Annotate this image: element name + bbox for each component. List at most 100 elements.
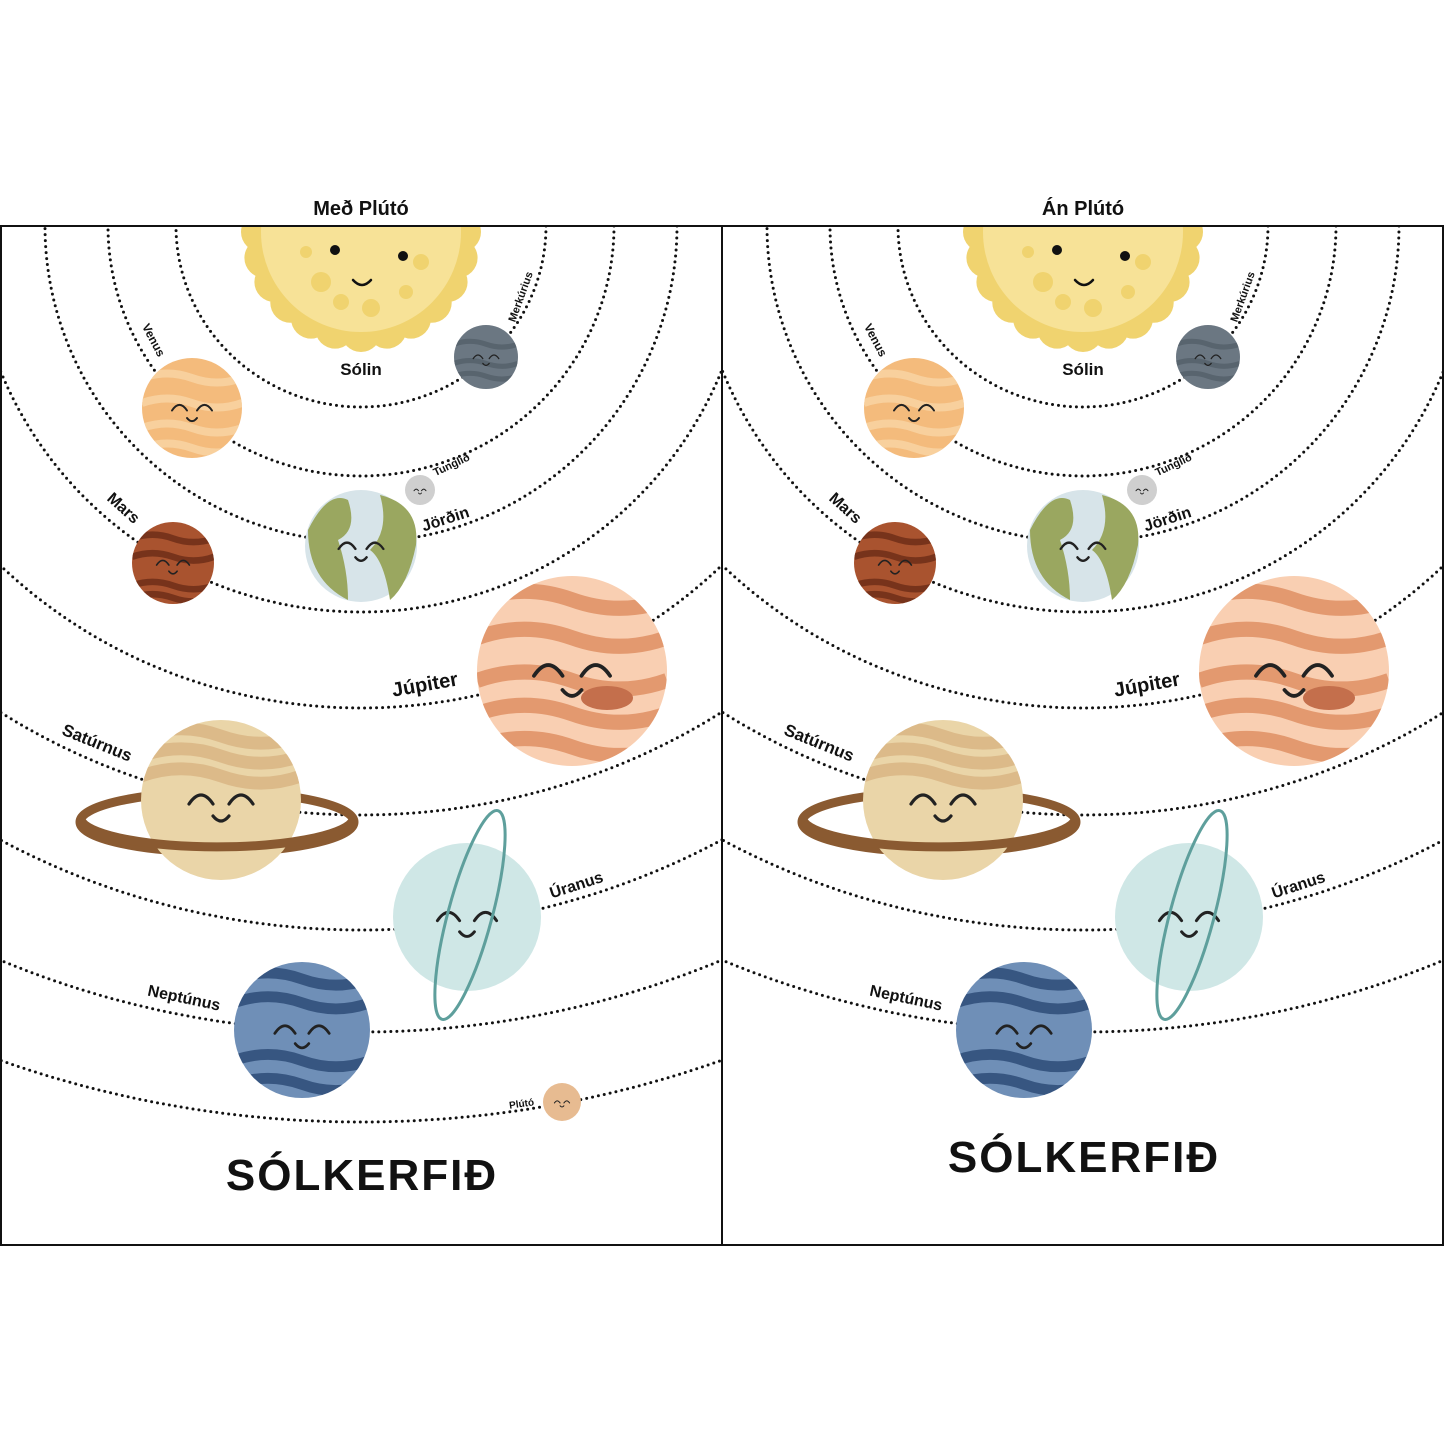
label-moon: Tunglið (1154, 452, 1195, 479)
neptune (956, 962, 1092, 1098)
pluto (543, 1083, 581, 1121)
sun-spot (362, 299, 380, 317)
earth (305, 490, 417, 602)
planet-band (1199, 664, 1389, 697)
face-icon (893, 403, 935, 423)
uranus (1115, 809, 1263, 1021)
panel-content: SólinMerkúriusVenusTungliðJörðinMarsJúpi… (723, 115, 1443, 1182)
earth-land (308, 495, 417, 600)
planet-band (854, 578, 936, 593)
poster-title: SÓLKERFIÐ (948, 1132, 1220, 1182)
label-mars: Mars (825, 490, 864, 528)
sun-spot (1121, 285, 1135, 299)
label-uranus: Úranus (547, 867, 605, 902)
face-icon (1254, 663, 1334, 698)
saturn (797, 720, 1081, 880)
moon (1127, 475, 1157, 505)
saturn-planet (141, 720, 301, 880)
jupiter (1199, 576, 1389, 766)
orbit-path (723, 710, 1443, 817)
planet-band (142, 419, 242, 437)
planet-band (863, 722, 1023, 750)
face-icon (413, 488, 427, 495)
planet-band (863, 762, 1023, 790)
sun-ray (438, 186, 478, 226)
planet-band (864, 394, 964, 412)
sun-ray (1150, 162, 1190, 202)
venus (142, 358, 242, 458)
sun-smile (1073, 278, 1095, 287)
label-venus: Venus (139, 321, 168, 359)
saturn-planet (863, 720, 1023, 880)
uranus-ring (1155, 809, 1229, 1021)
moon-body (405, 475, 435, 505)
sun-spot (1055, 294, 1071, 310)
sun-spot (1084, 299, 1102, 317)
sun-spot (399, 285, 413, 299)
mars (854, 522, 936, 604)
planet-band (1176, 370, 1240, 382)
planet-band (234, 991, 370, 1015)
planet-band (854, 590, 936, 604)
sun-spot (311, 272, 331, 292)
sun-ray (1013, 125, 1053, 165)
uranus-body (1115, 843, 1263, 991)
planet-band (1199, 730, 1389, 764)
jupiter (477, 576, 667, 766)
sun (241, 125, 481, 352)
face-icon (337, 541, 385, 563)
sun-ray (391, 125, 431, 165)
label-moon: Tunglið (432, 452, 473, 479)
great-red-spot (1303, 686, 1355, 710)
sun-spot (1033, 272, 1053, 292)
uranus-ring (433, 809, 507, 1021)
label-saturn: Satúrnus (59, 720, 134, 765)
planet-band (141, 722, 301, 750)
label-earth: Jörðin (1142, 504, 1194, 535)
planet-band (132, 549, 214, 564)
face-icon (877, 559, 913, 575)
sun-spot (333, 294, 349, 310)
sun-body (983, 227, 1183, 332)
orbit-path (106, 227, 616, 478)
planet-band (863, 742, 1023, 770)
neptune (234, 962, 370, 1098)
planet-band (454, 357, 518, 369)
planet-band (956, 991, 1092, 1015)
sun-eye (1120, 251, 1130, 261)
planet-band (132, 531, 214, 546)
sun-ray (291, 125, 331, 165)
planet-band (1199, 621, 1389, 654)
venus (864, 358, 964, 458)
earth (1027, 490, 1139, 602)
sun-ray (966, 186, 1006, 226)
face-icon (532, 663, 612, 698)
sun-smile (351, 278, 373, 287)
face-icon (1059, 541, 1107, 563)
planet-band (234, 1072, 370, 1096)
planet-band (864, 369, 964, 387)
planet-band (1176, 357, 1240, 369)
uranus (393, 809, 541, 1021)
panel-heading: Án Plútó (1042, 197, 1124, 220)
great-red-spot (581, 686, 633, 710)
label-jupiter: Júpiter (1112, 668, 1182, 701)
earth-land (1030, 495, 1139, 600)
sun-spot (413, 254, 429, 270)
panel-heading: Með Plútó (313, 198, 409, 220)
sun (963, 115, 1203, 352)
planet-band (864, 419, 964, 437)
face-icon (155, 559, 191, 575)
mars (132, 522, 214, 604)
label-sun: Sólin (340, 360, 382, 379)
sun-ray (270, 141, 310, 181)
sun-ray (412, 141, 452, 181)
sun-body (261, 227, 461, 332)
mercury (454, 325, 518, 389)
sun-ray (1089, 115, 1129, 155)
orbit-path (896, 227, 1270, 409)
face-icon (273, 1024, 331, 1050)
orbit-path (1, 563, 721, 710)
label-uranus: Úranus (1269, 867, 1327, 902)
planet-band (956, 1049, 1092, 1073)
